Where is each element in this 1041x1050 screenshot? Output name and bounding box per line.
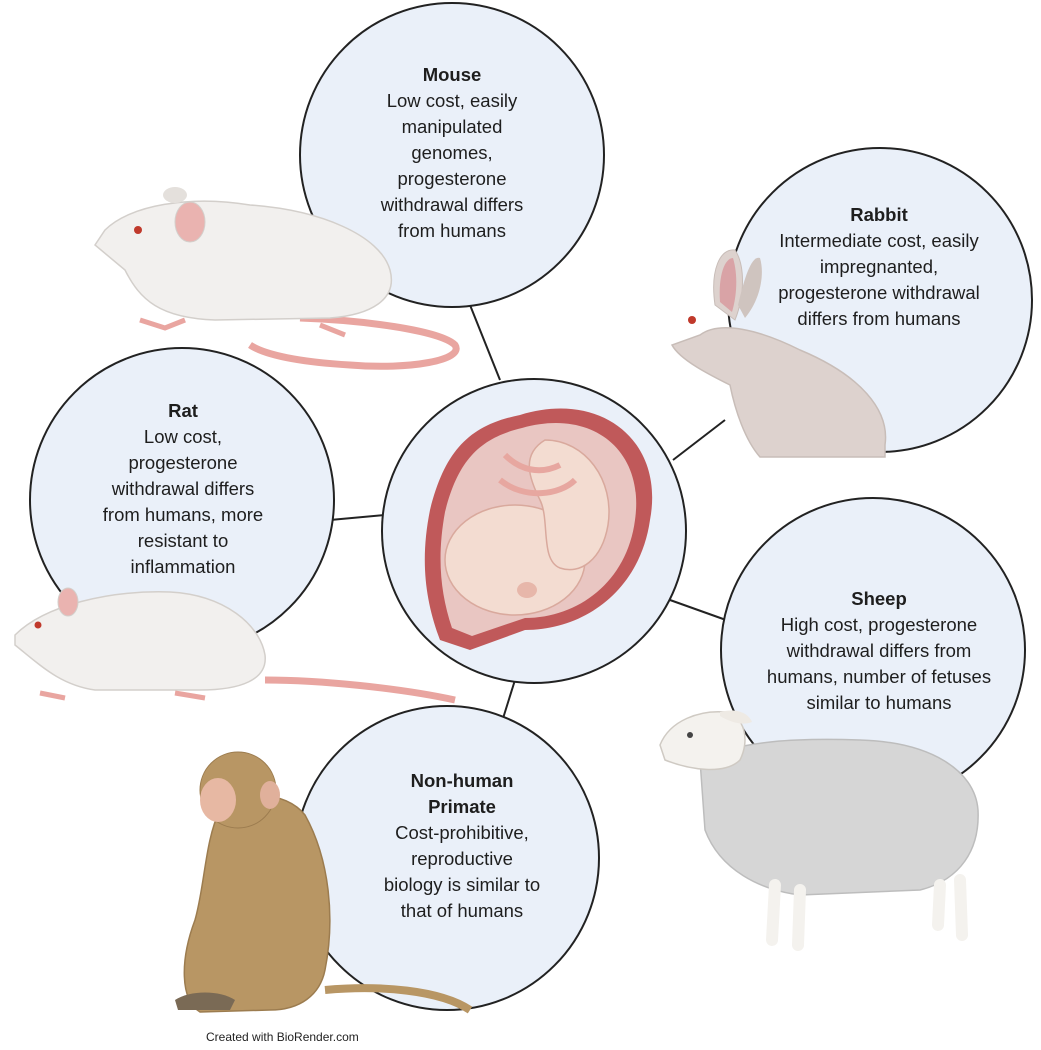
primate-desc-line: that of humans [400,900,524,921]
rat-icon [14,587,456,704]
rabbit-icon [670,249,887,458]
rat-desc-line: withdrawal differs [111,478,255,499]
mouse-desc-line: from humans [398,220,506,241]
rabbit-text: Rabbit Intermediate cost, easily impregn… [748,202,1010,332]
primate-desc-line: reproductive [411,848,513,869]
mouse-desc-line: manipulated [401,116,503,137]
mouse-desc-line: withdrawal differs [380,194,524,215]
sheep-desc-line: withdrawal differs from [786,640,972,661]
mouse-title: Mouse [422,64,482,85]
rabbit-desc-line: Intermediate cost, easily [779,230,979,251]
sheep-desc-line: similar to humans [806,692,952,713]
sheep-desc-line: High cost, progesterone [780,614,978,635]
primate-text: Non-human Primate Cost-prohibitive, repr… [350,768,574,924]
rabbit-desc-line: differs from humans [797,308,961,329]
connector-rat [329,514,386,521]
rat-text: Rat Low cost, progesterone withdrawal di… [72,398,294,580]
rat-desc-line: progesterone [128,452,238,473]
primate-desc-line: biology is similar to [383,874,541,895]
rat-desc-line: Low cost, [143,426,223,447]
rat-title: Rat [168,400,198,421]
sheep-desc-line: humans, number of fetuses [766,666,992,687]
rabbit-desc-line: progesterone withdrawal [778,282,980,303]
connector-rabbit [672,419,726,461]
rat-desc-line: from humans, more [102,504,264,525]
rat-desc-line: resistant to [137,530,229,551]
circle-mouse [299,2,605,308]
sheep-title: Sheep [851,588,907,609]
rat-desc-line: inflammation [130,556,236,577]
mouse-text: Mouse Low cost, easily manipulated genom… [342,62,562,244]
mouse-desc-line: progesterone [397,168,507,189]
connector-mouse [469,304,501,381]
mouse-icon [94,187,460,370]
rabbit-desc-line: impregnanted, [819,256,939,277]
primate-title: Primate [428,796,496,817]
sheep-icon [659,710,979,951]
mouse-desc-line: genomes, [411,142,493,163]
primate-desc-line: Cost-prohibitive, [395,822,529,843]
biorender-credit: Created with BioRender.com [206,1030,359,1044]
primate-title: Non-human [410,770,514,791]
mouse-desc-line: Low cost, easily [386,90,518,111]
sheep-text: Sheep High cost, progesterone withdrawal… [744,586,1014,716]
rabbit-title: Rabbit [850,204,908,225]
pregnant-uterus-fetus-icon [424,408,653,650]
monkey-icon [175,751,473,1014]
